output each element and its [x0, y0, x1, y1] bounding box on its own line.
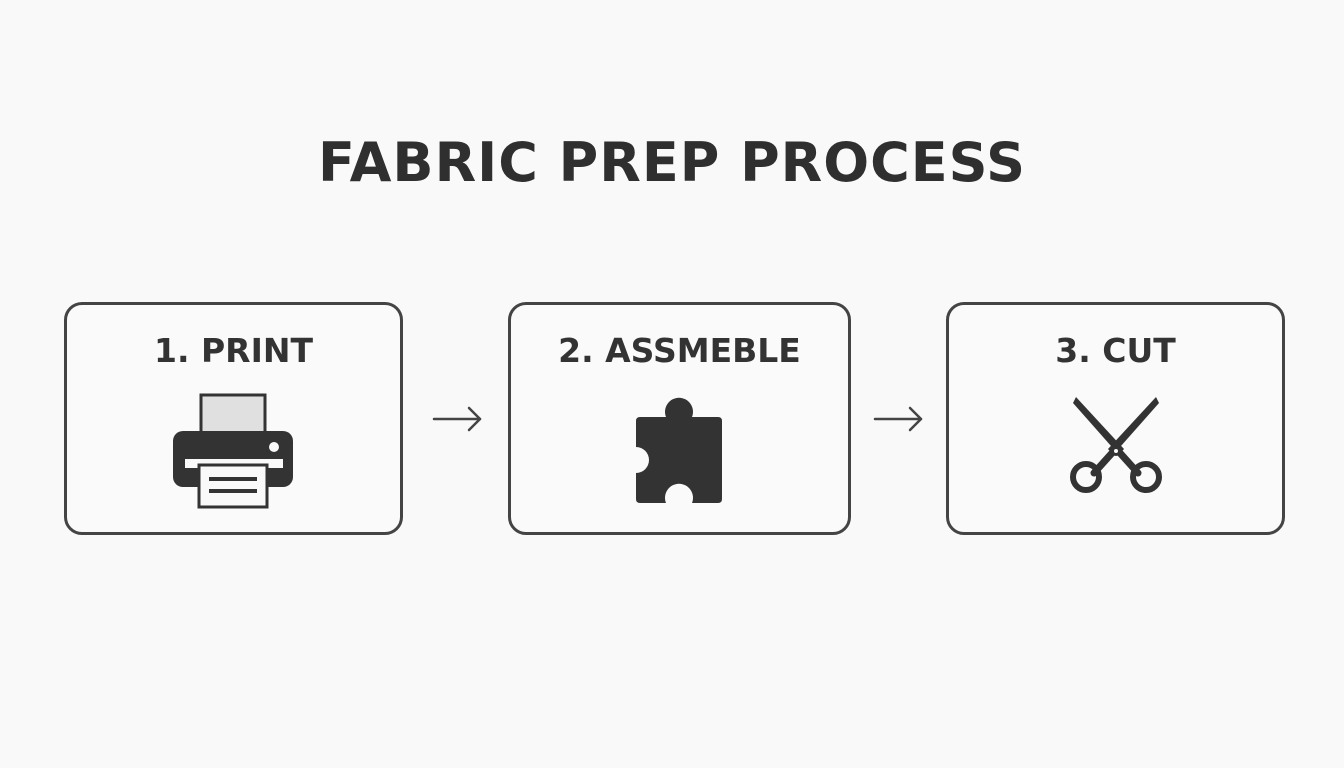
step-label: 1. PRINT — [154, 331, 313, 370]
step-card-assemble: 2. ASSMEBLE — [508, 302, 851, 535]
printer-icon — [172, 393, 293, 509]
arrow-right-icon — [873, 406, 923, 432]
step-card-print: 1. PRINT — [64, 302, 403, 535]
puzzle-piece-icon — [635, 397, 722, 503]
step-label: 3. CUT — [1055, 331, 1176, 370]
step-card-cut: 3. CUT — [946, 302, 1285, 535]
scissors-icon — [1069, 397, 1162, 493]
page-title: FABRIC PREP PROCESS — [317, 131, 1027, 194]
arrow-right-icon — [432, 406, 482, 432]
step-label: 2. ASSMEBLE — [558, 331, 801, 370]
